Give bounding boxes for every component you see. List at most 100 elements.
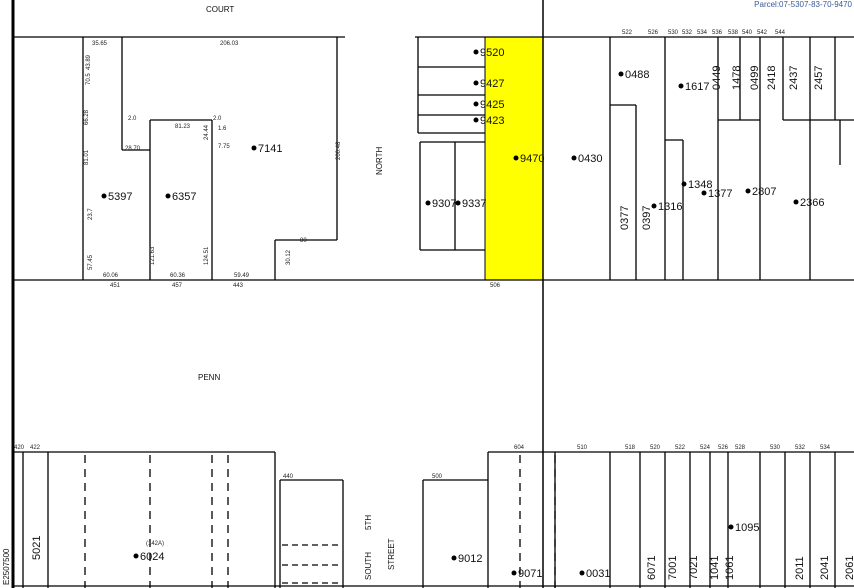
parcel-centroid-dot bbox=[451, 555, 457, 561]
parcel-number-0449[interactable]: 0449 bbox=[711, 66, 723, 90]
parcel-number-1061[interactable]: 1061 bbox=[724, 556, 736, 580]
dimension-label: 534 bbox=[697, 30, 708, 36]
parcel-number-9425[interactable]: 9425 bbox=[480, 99, 504, 111]
dimension-label: 518 bbox=[625, 445, 636, 451]
grid-coordinate-label: E2507500 bbox=[2, 548, 11, 585]
parcel-annotation: (142A) bbox=[146, 541, 164, 547]
parcel-number-0488[interactable]: 0488 bbox=[625, 69, 649, 81]
street-label-court: COURT bbox=[206, 5, 234, 14]
dimension-label: 1.6 bbox=[218, 126, 227, 132]
parcel-number-9337[interactable]: 9337 bbox=[462, 198, 486, 210]
dimension-label: 57.45 bbox=[88, 254, 94, 270]
dimension-label: 520 bbox=[650, 445, 661, 451]
parcel-number-7021[interactable]: 7021 bbox=[688, 556, 700, 580]
parcel-centroid-dot bbox=[473, 80, 479, 86]
parcel-number-2011[interactable]: 2011 bbox=[794, 556, 806, 580]
parcel-number-0430[interactable]: 0430 bbox=[578, 153, 602, 165]
street-label-south: SOUTH bbox=[364, 552, 373, 580]
parcel-centroid-dot bbox=[651, 203, 657, 209]
parcel-centroid-dot bbox=[571, 155, 577, 161]
parcel-centroid-dot bbox=[473, 101, 479, 107]
dimension-label: 30.12 bbox=[286, 249, 292, 265]
parcel-centroid-dot bbox=[101, 193, 107, 199]
parcel-number-9427[interactable]: 9427 bbox=[480, 78, 504, 90]
parcel-centroid-dot bbox=[473, 49, 479, 55]
dimension-label: 35.65 bbox=[92, 41, 108, 47]
parcel-centroid-dot bbox=[745, 188, 751, 194]
street-label-penn: PENN bbox=[198, 373, 220, 382]
parcel-number-9012[interactable]: 9012 bbox=[458, 553, 482, 565]
parcel-centroid-dot bbox=[165, 193, 171, 199]
parcel-number-2041[interactable]: 2041 bbox=[819, 556, 831, 580]
parcel-number-9307[interactable]: 9307 bbox=[432, 198, 456, 210]
parcel-centroid-dot bbox=[473, 117, 479, 123]
dimension-label: 60.06 bbox=[103, 273, 119, 279]
street-label-5th: 5TH bbox=[364, 515, 373, 530]
dimension-label: 534 bbox=[820, 445, 831, 451]
dimension-label: 500 bbox=[432, 474, 443, 480]
parcel-centroid-dot bbox=[728, 524, 734, 530]
parcel-number-1095[interactable]: 1095 bbox=[735, 522, 759, 534]
dimension-label: 43.89 bbox=[86, 54, 92, 70]
parcel-number-2457[interactable]: 2457 bbox=[813, 66, 825, 90]
dimension-label: 200.48 bbox=[336, 141, 342, 160]
parcel-number-6024[interactable]: 6024 bbox=[140, 551, 164, 563]
parcel-centroid-dot bbox=[251, 145, 257, 151]
parcel-number-2437[interactable]: 2437 bbox=[788, 66, 800, 90]
parcel-number-5397[interactable]: 5397 bbox=[108, 191, 132, 203]
parcel-number-6357[interactable]: 6357 bbox=[172, 191, 196, 203]
dimension-label: 60.36 bbox=[170, 273, 186, 279]
parcel-number-1316[interactable]: 1316 bbox=[658, 201, 682, 213]
dimension-label: 544 bbox=[775, 30, 786, 36]
parcel-centroid-dot bbox=[513, 155, 519, 161]
parcel-centroid-dot bbox=[701, 190, 707, 196]
dimension-label: 542 bbox=[757, 30, 768, 36]
parcel-number-2807[interactable]: 2807 bbox=[752, 186, 776, 198]
parcel-boundaries bbox=[11, 0, 854, 588]
dimension-label: 457 bbox=[172, 283, 183, 289]
parcel-number-0031[interactable]: 0031 bbox=[586, 568, 610, 580]
parcel-number-2366[interactable]: 2366 bbox=[800, 197, 824, 209]
dimension-label: 70.5 bbox=[86, 73, 92, 85]
parcel-id-label: Parcel:07-5307-83-70-9470 bbox=[754, 0, 852, 9]
parcel-number-2418[interactable]: 2418 bbox=[766, 66, 778, 90]
parcel-number-1478[interactable]: 1478 bbox=[731, 66, 743, 90]
dimension-label: 526 bbox=[718, 445, 729, 451]
parcel-number-7001[interactable]: 7001 bbox=[667, 556, 679, 580]
parcel-centroid-dot bbox=[793, 199, 799, 205]
street-label-north: NORTH bbox=[375, 146, 384, 175]
dimension-label: 121.63 bbox=[150, 246, 156, 265]
parcel-number-5021[interactable]: 5021 bbox=[31, 536, 43, 560]
parcel-number-2061[interactable]: 2061 bbox=[844, 556, 854, 580]
parcel-centroid-dot bbox=[678, 83, 684, 89]
parcel-number-9520[interactable]: 9520 bbox=[480, 47, 504, 59]
dimension-label: 24.44 bbox=[204, 124, 210, 140]
parcel-number-0397[interactable]: 0397 bbox=[641, 206, 653, 230]
dimension-label: 7.75 bbox=[218, 144, 230, 150]
parcel-centroid-dot bbox=[455, 200, 461, 206]
dimension-label: 522 bbox=[675, 445, 686, 451]
dimension-label: 532 bbox=[682, 30, 693, 36]
parcel-number-1617[interactable]: 1617 bbox=[685, 81, 709, 93]
dimension-label: 443 bbox=[233, 283, 244, 289]
parcel-number-9423[interactable]: 9423 bbox=[480, 115, 504, 127]
dimension-label: 81.01 bbox=[84, 149, 90, 165]
dimension-label: 538 bbox=[728, 30, 739, 36]
parcel-number-6071[interactable]: 6071 bbox=[646, 556, 658, 580]
parcel-number-9470[interactable]: 9470 bbox=[520, 153, 544, 165]
dimension-label: 440 bbox=[283, 474, 294, 480]
dimension-label: 66.28 bbox=[84, 109, 90, 125]
parcel-number-0377[interactable]: 0377 bbox=[619, 206, 631, 230]
parcel-number-1377[interactable]: 1377 bbox=[708, 188, 732, 200]
parcel-number-0499[interactable]: 0499 bbox=[749, 66, 761, 90]
parcel-number-1348[interactable]: 1348 bbox=[688, 179, 712, 191]
dimension-label: 524 bbox=[700, 445, 711, 451]
dimension-label: 530 bbox=[668, 30, 679, 36]
parcel-number-7141[interactable]: 7141 bbox=[258, 143, 282, 155]
parcel-number-9071[interactable]: 9071 bbox=[518, 568, 542, 580]
parcel-number-1041[interactable]: 1041 bbox=[709, 556, 721, 580]
parcel-centroid-dot bbox=[618, 71, 624, 77]
parcel-centroid-dot bbox=[681, 181, 687, 187]
